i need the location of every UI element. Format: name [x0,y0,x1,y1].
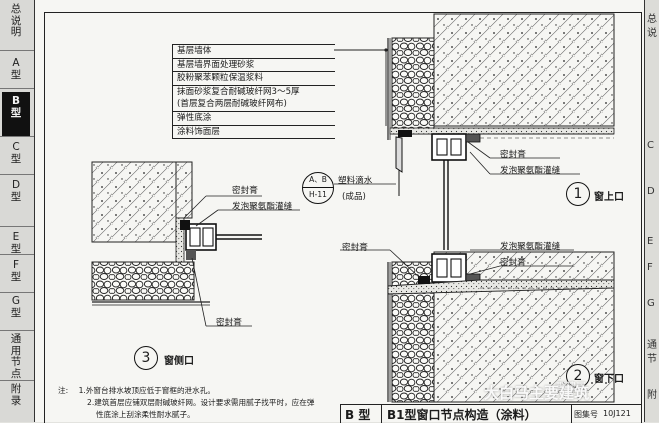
next-page-edge: 总 说 C D E F G 通 节 附 [644,0,659,422]
legend-row: 基层墙界面处理砂浆 [173,59,335,73]
label-drip-note: (成品) [342,192,366,202]
label-sealant-left: 密封膏 [342,243,368,253]
edge-char: C [647,140,654,151]
label-sealant-side-top: 密封膏 [232,186,258,196]
tab-general[interactable]: 总说明 [10,3,22,38]
detail-number-1: 1 [566,182,590,206]
note-item: 性底涂上刮涂柔性耐水腻子。 [96,410,195,419]
legend-row: (首层复合两层耐碱玻纤网布) [173,98,335,112]
title-block-code: 10J121 [603,409,631,418]
drawing-frame [44,12,642,423]
detail-title-window-side: 窗侧口 [164,356,194,367]
edge-char: 说 [647,28,657,39]
legend-row: 弹性底涂 [173,112,335,126]
watermark-small: 野建居 [556,382,586,393]
watermark: 大白马主要建筑 [484,384,590,402]
legend-row: 胶粉聚苯颗粒保温浆料 [173,72,335,86]
edge-char: 附 [647,390,657,401]
edge-char: F [647,262,653,273]
legend-row: 抹面砂浆复合耐碱玻纤网3～5厚 [177,86,300,97]
detail-number-3: 3 [134,346,158,370]
note-item: 1.外窗台排水坡顶应低于窗框的泄水孔。 [78,386,215,395]
edge-char: 节 [647,354,657,365]
title-block-atlas-label: 图集号 [574,410,598,419]
legend-row: 基层墙体 [173,44,335,59]
title-block: B 型 B1型窗口节点构造（涂料） 图集号 10J121 [340,404,641,423]
note-item: 2.建筑首层应铺双层耐碱玻纤网。设计要求需用腻子找平时，应在弹 [87,398,315,407]
layer-legend-table: 基层墙体 基层墙界面处理砂浆 胶粉聚苯颗粒保温浆料 抹面砂浆复合耐碱玻纤网3～5… [172,44,335,140]
label-foam-side: 发泡聚氨酯灌缝 [232,202,293,212]
label-sealant-side-bottom: 密封膏 [216,318,242,328]
notes-prefix: 注: [58,386,69,395]
detail-title-window-head: 窗上口 [594,192,624,203]
detail-title-window-sill: 窗下口 [594,374,624,385]
label-plastic-drip: 塑料滴水 [338,176,373,186]
label-sealant-top: 密封膏 [500,150,526,160]
tab-appendix[interactable]: 附录 [10,383,22,407]
edge-char: E [647,236,654,247]
label-sealant-bottom: 密封膏 [500,258,526,268]
edge-char: G [647,298,655,309]
title-block-type: B 型 [345,408,371,422]
reference-detail-circle: A、B H-11 [302,172,334,204]
legend-row: 涂料饰面层 [173,126,335,140]
detail-number-2: 2 [566,364,590,388]
edge-char: 总 [647,14,657,25]
label-foam-bottom: 发泡聚氨酯灌缝 [500,242,561,252]
tab-common-nodes[interactable]: 通用节点 [10,333,22,380]
edge-char: 通 [647,340,657,351]
edge-char: D [647,186,655,197]
notes: 注: 1.外窗台排水坡顶应低于窗框的泄水孔。 2.建筑首层应铺双层耐碱玻纤网。设… [58,385,314,421]
title-block-title: B1型窗口节点构造（涂料） [387,408,537,422]
label-foam-top: 发泡聚氨酯灌缝 [500,166,561,176]
